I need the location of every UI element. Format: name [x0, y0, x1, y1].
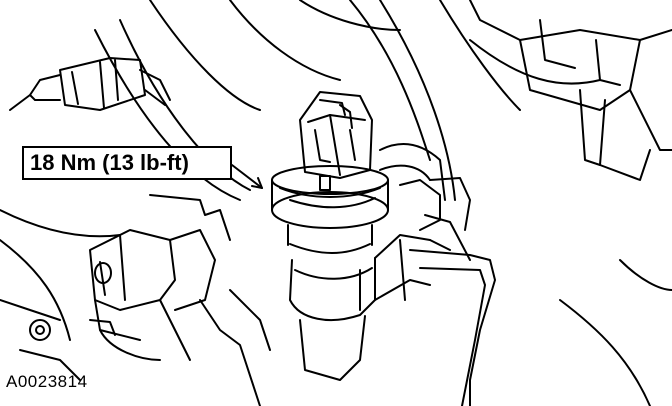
torque-callout: 18 Nm (13 lb-ft) [22, 146, 232, 180]
right-module [470, 0, 672, 180]
left-bracket-assembly [90, 195, 270, 406]
wire-connector [10, 58, 170, 110]
figure-id-label: A0023814 [6, 372, 88, 391]
lower-left-bolts [0, 300, 80, 380]
hose-right [380, 144, 470, 260]
refrigerant-fitting [290, 235, 495, 406]
callout-leader-arrow [232, 165, 262, 188]
pressure-switch [272, 92, 388, 253]
